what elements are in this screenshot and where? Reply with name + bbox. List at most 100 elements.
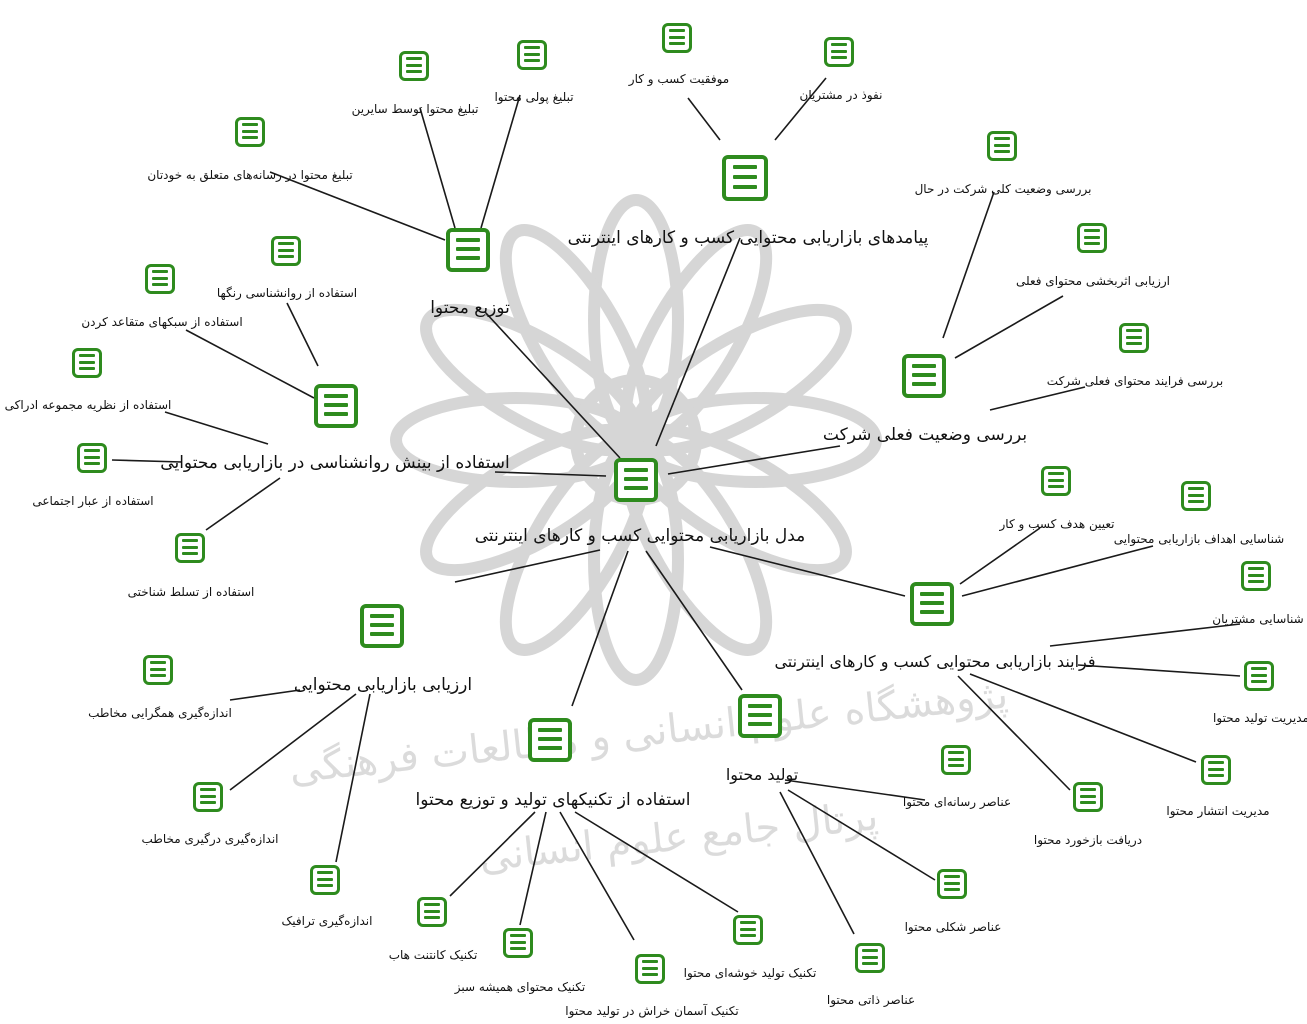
list-icon[interactable] (417, 897, 447, 927)
node-label: استفاده از روانشناسی رنگها (216, 286, 358, 300)
node-label: دریافت بازخورد محتوا (1033, 833, 1143, 847)
connector-arzyabi-l22 (335, 693, 371, 863)
list-icon[interactable] (235, 117, 265, 147)
connector-tawzi-l3 (480, 94, 521, 229)
list-icon[interactable] (360, 604, 404, 648)
connector-root-tawzi (484, 311, 621, 459)
list-icon[interactable] (941, 745, 971, 775)
connector-ravan-l9 (286, 302, 319, 367)
node-label: مدل بازاریابی محتوایی کسب و کارهای اینتر… (474, 526, 806, 546)
list-icon[interactable] (1077, 223, 1107, 253)
node-label: موفقیت کسب و کار (628, 72, 730, 86)
connector-farayand-l16 (1049, 623, 1241, 647)
node-label: استفاده از سبکهای متقاعد کردن (81, 315, 243, 329)
list-icon[interactable] (662, 23, 692, 53)
watermark-petal (499, 224, 653, 449)
node-label: تولید محتوا (725, 765, 799, 784)
list-icon[interactable] (1181, 481, 1211, 511)
list-icon[interactable] (824, 37, 854, 67)
node-label: عناصر ذاتی محتوا (826, 993, 916, 1007)
list-icon[interactable] (399, 51, 429, 81)
connector-farayand-l14 (959, 527, 1041, 585)
list-icon[interactable] (1244, 661, 1274, 691)
connector-root-arzyabi (454, 549, 601, 583)
list-icon[interactable] (937, 869, 967, 899)
list-icon[interactable] (1201, 755, 1231, 785)
connector-barresi-l7 (954, 295, 1064, 359)
list-icon[interactable] (614, 458, 658, 502)
list-icon[interactable] (143, 655, 173, 685)
connector-root-payamad (655, 237, 741, 447)
node-label: بررسی وضعیت کلی شرکت در حال (914, 182, 1092, 196)
connector-teknik-l25 (559, 811, 635, 941)
node-label: شناسایی مشتریان (1212, 612, 1304, 626)
connector-root-farayand (709, 546, 906, 597)
node-label: پیامدهای بازاریابی محتوایی کسب و کارهای … (567, 228, 929, 248)
node-label: مدیریت انتشار محتوا (1166, 804, 1270, 818)
list-icon[interactable] (175, 533, 205, 563)
connector-barresi-l6 (942, 191, 995, 339)
list-icon[interactable] (528, 718, 572, 762)
list-icon[interactable] (271, 236, 301, 266)
node-label: تکنیک کانتنت هاب (388, 948, 478, 962)
list-icon[interactable] (1119, 323, 1149, 353)
list-icon[interactable] (193, 782, 223, 812)
list-icon[interactable] (314, 384, 358, 428)
connector-farayand-l15 (961, 545, 1154, 597)
list-icon[interactable] (635, 954, 665, 984)
list-icon[interactable] (1041, 466, 1071, 496)
node-label: تبلیغ محتوا در رسانه‌های متعلق به خودتان (147, 168, 353, 182)
list-icon[interactable] (1073, 782, 1103, 812)
list-icon[interactable] (145, 264, 175, 294)
node-label: مدیریت تولید محتوا (1213, 711, 1307, 725)
node-label: استفاده از تسلط شناختی (127, 585, 255, 599)
list-icon[interactable] (1241, 561, 1271, 591)
connector-teknik-l24 (519, 811, 547, 926)
node-label: عناصر شکلی محتوا (904, 920, 1002, 934)
node-label: عناصر رسانه‌ای محتوا (902, 795, 1012, 809)
node-label: تعیین هدف کسب و کار (999, 517, 1115, 531)
watermark-petal (619, 224, 773, 449)
list-icon[interactable] (733, 915, 763, 945)
connector-farayand-l19 (957, 675, 1071, 791)
node-label: تکنیک آسمان خراش در تولید محتوا (565, 1004, 739, 1018)
watermark-petal (627, 303, 852, 457)
list-icon[interactable] (902, 354, 946, 398)
list-icon[interactable] (738, 694, 782, 738)
node-label: بررسی وضعیت فعلی شرکت (822, 425, 1028, 445)
node-label: نفوذ در مشتریان (799, 88, 883, 102)
list-icon[interactable] (987, 131, 1017, 161)
list-icon[interactable] (446, 228, 490, 272)
node-label: ارزیابی بازاریابی محتوایی (293, 675, 473, 695)
connector-farayand-l18 (969, 673, 1197, 763)
node-label: فرایند بازاریابی محتوایی کسب و کارهای ای… (774, 652, 1096, 671)
connector-root-ravan (494, 471, 607, 477)
list-icon[interactable] (77, 443, 107, 473)
node-label: تبلیغ پولی محتوا (494, 90, 574, 104)
node-label: شناسایی اهداف بازاریابی محتوایی (1113, 532, 1285, 546)
list-icon[interactable] (72, 348, 102, 378)
connector-ravan-l13 (205, 477, 281, 531)
connector-ravan-l11 (164, 411, 269, 445)
list-icon[interactable] (855, 943, 885, 973)
node-label: استفاده از نظریه مجموعه ادراکی (4, 398, 172, 412)
list-icon[interactable] (310, 865, 340, 895)
connector-farayand-l17 (1077, 664, 1241, 677)
list-icon[interactable] (517, 40, 547, 70)
node-label: استفاده از بینش روانشناسی در بازاریابی م… (160, 453, 510, 473)
connector-tolid-l29 (779, 791, 855, 935)
node-label: استفاده از عبار اجتماعی (32, 494, 154, 508)
list-icon[interactable] (722, 155, 768, 201)
node-label: تکنیک محتوای همیشه سبز (454, 980, 586, 994)
list-icon[interactable] (503, 928, 533, 958)
node-label: استفاده از تکنیکهای تولید و توزیع محتوا (415, 790, 691, 810)
node-label: اندازه‌گیری درگیری مخاطب (141, 832, 279, 846)
connector-root-teknik (571, 550, 629, 707)
connector-root-tolid (645, 550, 743, 691)
connector-arzyabi-l21 (229, 693, 357, 791)
node-label: اندازه‌گیری همگرایی مخاطب (88, 706, 232, 720)
connector-teknik-l23 (449, 811, 536, 897)
list-icon[interactable] (910, 582, 954, 626)
